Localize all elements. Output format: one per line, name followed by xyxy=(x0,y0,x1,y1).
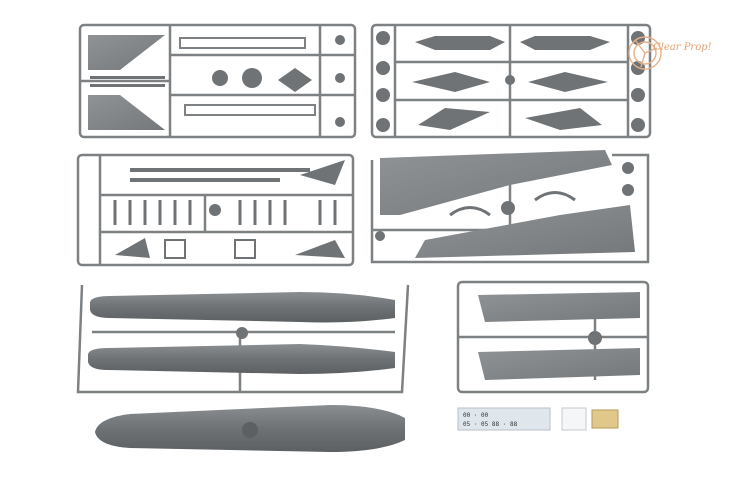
sprue-frame-top-right xyxy=(370,23,652,139)
logo-text: Clear Prop! xyxy=(653,42,712,53)
sprue-parts-top-left xyxy=(88,35,345,130)
decal-text-line-1: 00 · 00 xyxy=(463,412,489,419)
sprue-frame-top-left xyxy=(78,23,357,139)
fuselage-mount xyxy=(242,422,258,438)
propeller-icon xyxy=(628,36,662,70)
clear-prop-logo: Clear Prop! xyxy=(628,36,712,70)
decal-sheet: 00 · 00 05 · 05 88 · 88 xyxy=(457,407,551,431)
decal-text-line-2: 05 · 05 88 · 88 xyxy=(463,421,518,428)
photo-etch-fret xyxy=(591,409,619,429)
clear-canopy-part xyxy=(561,407,587,431)
sprue-parts-bottom-right xyxy=(478,292,640,380)
sprue-parts-bottom-left xyxy=(88,292,395,374)
sprue-frame-middle-left xyxy=(76,153,355,267)
sprue-parts-middle-left xyxy=(113,160,345,259)
sprue-parts-middle-right xyxy=(375,150,635,258)
